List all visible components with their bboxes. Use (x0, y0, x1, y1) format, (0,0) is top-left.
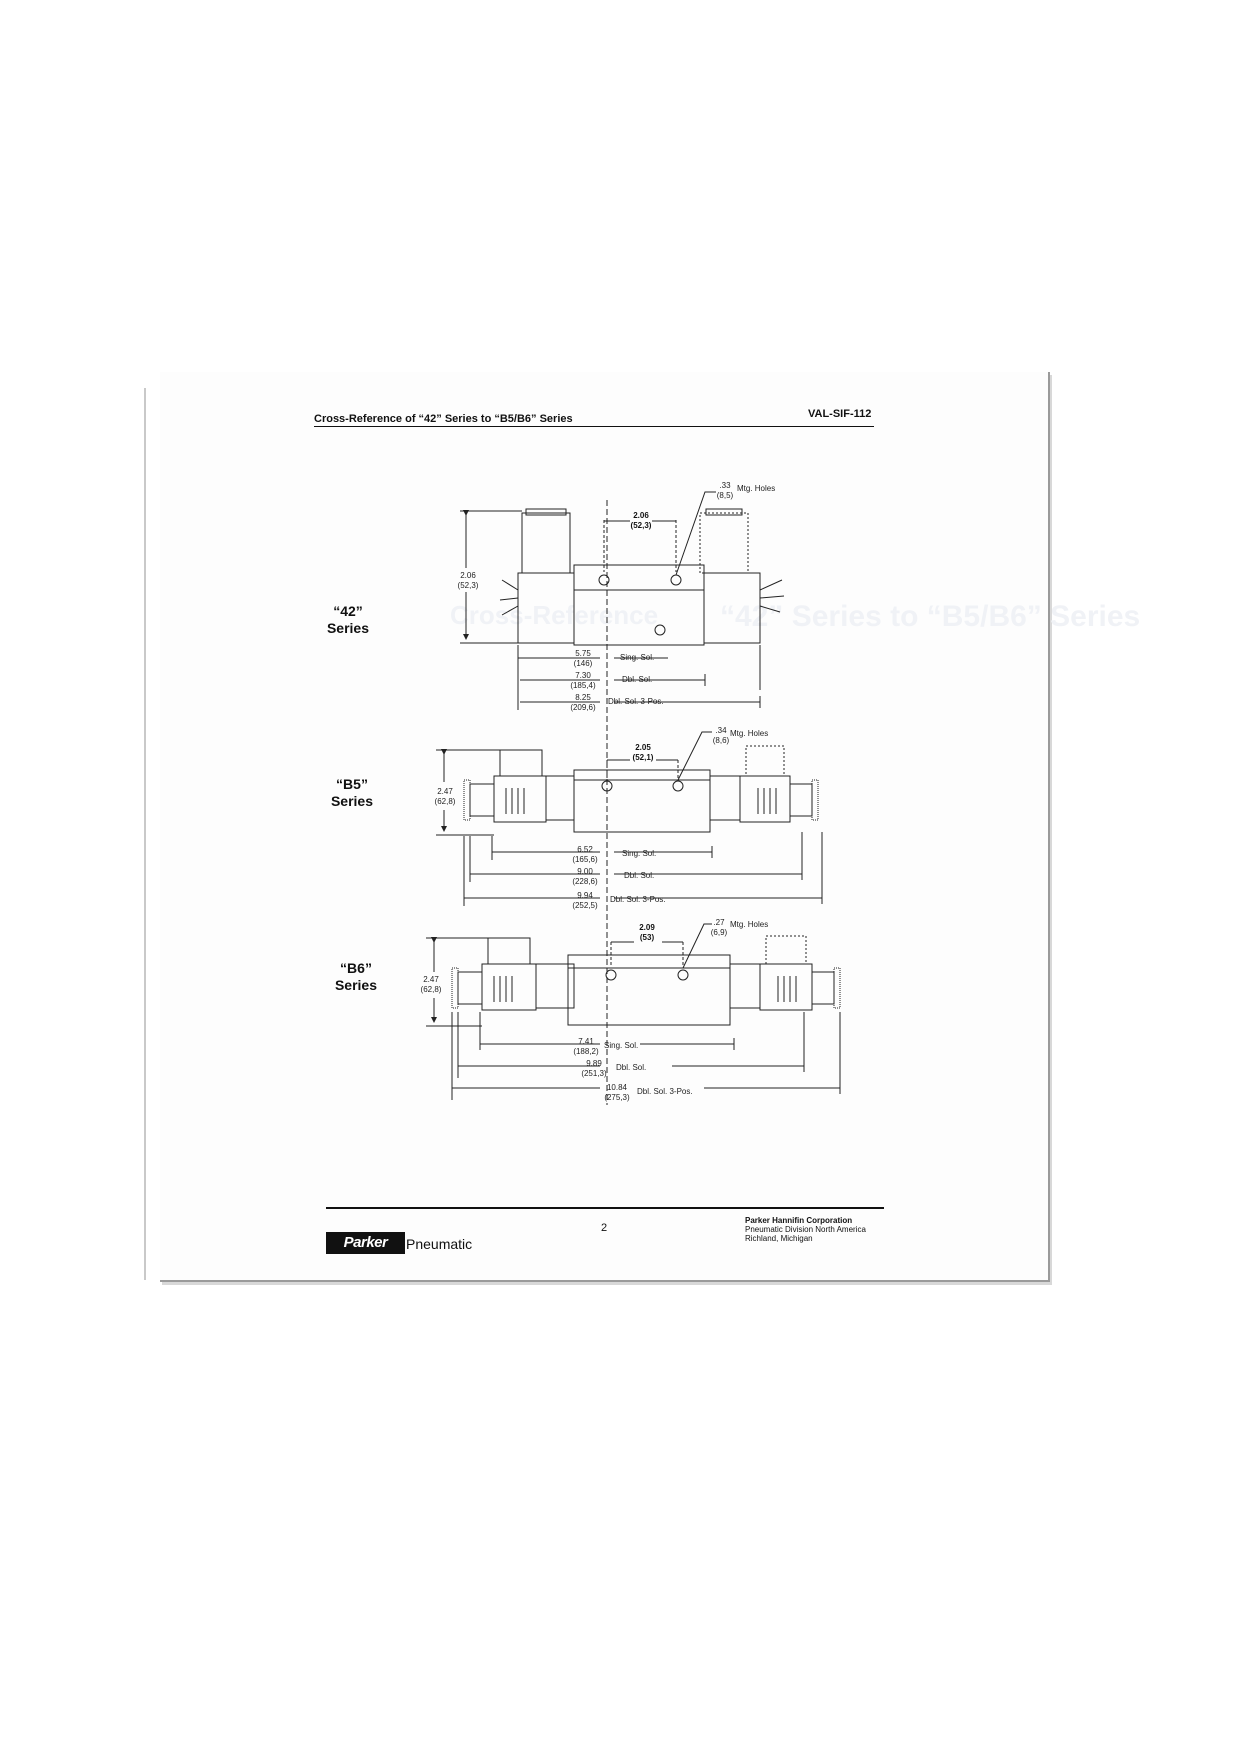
desc-42-sing: Sing. Sol. (620, 653, 655, 662)
valve-42-drawing (460, 491, 785, 710)
series-b5-label: “B5” Series (322, 776, 382, 810)
height-dim-b5: 2.47 (62,8) (428, 787, 462, 807)
height-in: 2.06 (460, 571, 476, 580)
series-b6-label: “B6” Series (326, 960, 386, 994)
valve-b6-drawing (426, 923, 841, 1100)
spacing-dim-b6: 2.09 (53) (630, 923, 664, 943)
spacing-mm: (52,3) (630, 521, 652, 530)
spacing-dim-42: 2.06 (52,3) (624, 511, 658, 531)
dim-mm: (228,6) (572, 877, 598, 886)
show-through-text: Cross-Reference (450, 600, 659, 630)
height-mm: (52,3) (457, 581, 479, 590)
header-rule (314, 426, 874, 427)
dim-in: 7.41 (578, 1037, 594, 1046)
dim-in: 6.52 (577, 845, 593, 854)
spacing-in: 2.06 (633, 511, 649, 520)
dim-mm: (251,3) (581, 1069, 607, 1078)
series-42-word: Series (326, 620, 370, 636)
company-location: Richland, Michigan (745, 1234, 813, 1243)
dim-mm: (146) (573, 659, 593, 668)
dim-in: 9.94 (577, 891, 593, 900)
dim-b5-dbl: 9.00 (228,6) (566, 867, 604, 887)
holes-label-42: Mtg. Holes (737, 484, 776, 493)
dim-in: 8.25 (575, 693, 591, 702)
desc-b6-sing: Sing. Sol. (604, 1041, 639, 1050)
dim-in: 9.89 (586, 1059, 602, 1068)
footer-rule (326, 1207, 884, 1209)
spacing-in: 2.09 (639, 923, 655, 932)
series-b5-word: Series (330, 793, 374, 809)
dim-b6-3pos: 10.84 (275,3) (598, 1083, 636, 1103)
series-b6-name: “B6” (340, 960, 372, 976)
desc-b6-dbl: Dbl. Sol. (616, 1063, 647, 1072)
holes-mm: (6,9) (710, 928, 728, 937)
show-through-text: “42” Series to “B5/B6” Series (720, 600, 1141, 633)
dim-in: 9.00 (577, 867, 593, 876)
dim-b6-sing: 7.41 (188,2) (568, 1037, 604, 1057)
dim-mm: (252,5) (572, 901, 598, 910)
company-name: Parker Hannifin Corporation (745, 1216, 853, 1225)
height-dim-42: 2.06 (52,3) (452, 571, 484, 591)
dim-mm: (275,3) (604, 1093, 630, 1102)
dim-b5-3pos: 9.94 (252,5) (566, 891, 604, 911)
parker-logo: Parker (326, 1232, 405, 1254)
desc-42-3pos: Dbl. Sol. 3-Pos. (608, 697, 664, 706)
dim-42-dbl: 7.30 (185,4) (564, 671, 602, 691)
height-in: 2.47 (437, 787, 453, 796)
spacing-mm: (52,1) (632, 753, 654, 762)
desc-b6-3pos: Dbl. Sol. 3-Pos. (637, 1087, 693, 1096)
series-b6-word: Series (334, 977, 378, 993)
dim-42-sing: 5.75 (146) (566, 649, 600, 669)
series-42-label: “42” Series (318, 603, 378, 637)
dim-in: 5.75 (575, 649, 591, 658)
desc-b5-dbl: Dbl. Sol. (624, 871, 655, 880)
desc-42-dbl: Dbl. Sol. (622, 675, 653, 684)
series-42-name: “42” (333, 603, 363, 619)
spacing-mm: (53) (639, 933, 655, 942)
dim-mm: (188,2) (573, 1047, 599, 1056)
page-title: Cross-Reference of “42” Series to “B5/B6… (314, 413, 573, 425)
company-division: Pneumatic Division North America (745, 1225, 866, 1234)
holes-label-b5: Mtg. Holes (730, 729, 769, 738)
holes-mm: (8,6) (712, 736, 730, 745)
dim-mm: (209,6) (570, 703, 596, 712)
holes-mm: (8,5) (716, 491, 734, 500)
holes-dim-b6: .27 (6,9) (706, 918, 732, 938)
dim-b6-dbl: 9.89 (251,3) (576, 1059, 612, 1079)
holes-in: .33 (719, 481, 731, 490)
spacing-dim-b5: 2.05 (52,1) (626, 743, 660, 763)
logo-subtitle: Pneumatic (406, 1236, 473, 1252)
document-code: VAL-SIF-112 (808, 408, 872, 420)
height-mm: (62,8) (434, 797, 456, 806)
desc-b5-sing: Sing. Sol. (622, 849, 657, 858)
dim-mm: (165,6) (572, 855, 598, 864)
valve-b5-drawing (436, 731, 823, 906)
height-in: 2.47 (423, 975, 439, 984)
height-mm: (62,8) (420, 985, 442, 994)
sheet-shadow-edge (144, 388, 146, 1280)
holes-in: .27 (713, 918, 725, 927)
holes-dim-b5: .34 (8,6) (708, 726, 734, 746)
dim-b5-sing: 6.52 (165,6) (566, 845, 604, 865)
dim-mm: (185,4) (570, 681, 596, 690)
page-number: 2 (601, 1222, 608, 1234)
document-page (160, 372, 1050, 1282)
dim-in: 7.30 (575, 671, 591, 680)
dim-in: 10.84 (606, 1083, 628, 1092)
series-b5-name: “B5” (336, 776, 368, 792)
company-info: Parker Hannifin Corporation Pneumatic Di… (745, 1216, 866, 1243)
holes-dim-42: .33 (8,5) (712, 481, 738, 501)
dim-42-3pos: 8.25 (209,6) (564, 693, 602, 713)
holes-in: .34 (715, 726, 727, 735)
height-dim-b6: 2.47 (62,8) (414, 975, 448, 995)
desc-b5-3pos: Dbl. Sol. 3-Pos. (610, 895, 666, 904)
holes-label-b6: Mtg. Holes (730, 920, 769, 929)
spacing-in: 2.05 (635, 743, 651, 752)
